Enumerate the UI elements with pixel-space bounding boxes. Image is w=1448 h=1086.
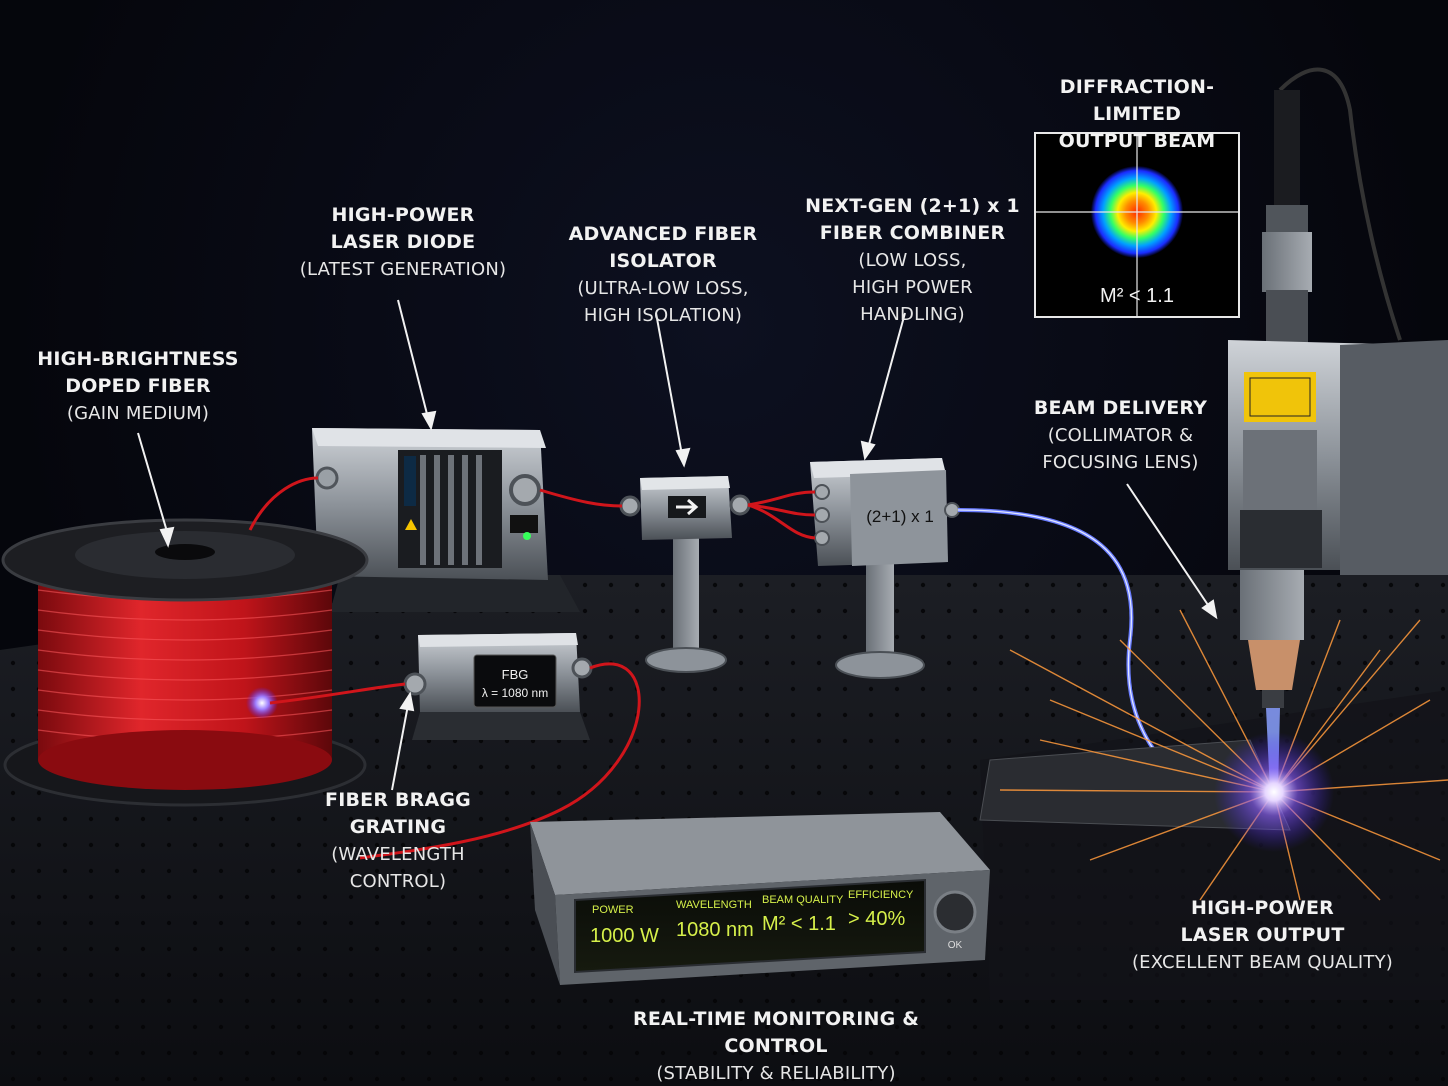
- monitoring-controller: OK POWER 1000 W WAVELENGTH 1080 nm BEAM …: [530, 812, 990, 985]
- label-combiner-sub2: HIGH POWER HANDLING): [852, 277, 973, 325]
- readout-efficiency-label: EFFICIENCY: [848, 889, 914, 901]
- knob-label: OK: [948, 940, 963, 951]
- label-laser-diode-title2: LASER DIODE: [330, 231, 476, 253]
- label-isolator-title1: ADVANCED FIBER ISOLATOR: [568, 223, 758, 272]
- label-beam-delivery: BEAM DELIVERY (COLLIMATOR & FOCUSING LEN…: [1028, 395, 1213, 476]
- readout-quality-label: BEAM QUALITY: [762, 894, 844, 906]
- label-combiner: NEXT-GEN (2+1) x 1 FIBER COMBINER (LOW L…: [800, 193, 1025, 328]
- doped-fiber-spool: [1, 518, 369, 807]
- control-knob[interactable]: [933, 890, 977, 934]
- label-monitoring-title1: REAL-TIME MONITORING & CONTROL: [633, 1008, 919, 1057]
- fiber-combiner: (2+1) x 1: [810, 458, 960, 679]
- red-fiber-paths: [248, 476, 816, 860]
- label-laser-output-title1: HIGH-POWER: [1191, 897, 1334, 919]
- label-laser-output-sub1: (EXCELLENT BEAM QUALITY): [1131, 952, 1394, 973]
- m2-label: M² < 1.1: [1100, 285, 1174, 307]
- label-beam-delivery-sub2: FOCUSING LENS): [1042, 452, 1199, 473]
- readout-wavelength-value: 1080 nm: [676, 919, 754, 941]
- readout-wavelength-label: WAVELENGTH: [676, 899, 752, 911]
- label-fbg-sub2: CONTROL): [349, 871, 447, 892]
- label-output-beam-title2: OUTPUT BEAM: [1058, 130, 1216, 152]
- label-isolator-sub1: (ULTRA-LOW LOSS,: [577, 278, 749, 299]
- label-fbg-sub1: (WAVELENGTH: [331, 844, 465, 865]
- fbg-box-label: FBG: [502, 667, 529, 682]
- laser-diode-unit: [312, 428, 580, 612]
- label-doped-fiber-title1: HIGH-BRIGHTNESS: [37, 348, 239, 370]
- label-laser-diode-sub1: (LATEST GENERATION): [299, 259, 507, 280]
- label-fbg: FIBER BRAGG GRATING (WAVELENGTH CONTROL): [318, 787, 478, 895]
- label-combiner-title1: NEXT-GEN (2+1) x 1: [805, 195, 1020, 217]
- label-monitoring: REAL-TIME MONITORING & CONTROL (STABILIT…: [586, 1006, 966, 1086]
- readout-quality-value: M² < 1.1: [762, 913, 836, 935]
- fiber-isolator: [619, 476, 751, 673]
- label-laser-output: HIGH-POWER LASER OUTPUT (EXCELLENT BEAM …: [1130, 895, 1395, 976]
- label-fbg-title2: GRATING: [349, 816, 447, 838]
- label-doped-fiber-title2: DOPED FIBER: [65, 375, 211, 397]
- beam-profile-inset: M² < 1.1: [1034, 132, 1240, 318]
- callout-arrows: [137, 299, 1218, 791]
- beam-delivery-head: [1228, 67, 1448, 708]
- readout-power-value: 1000 W: [590, 925, 659, 947]
- label-combiner-title2: FIBER COMBINER: [819, 222, 1006, 244]
- label-doped-fiber: HIGH-BRIGHTNESS DOPED FIBER (GAIN MEDIUM…: [28, 346, 248, 427]
- label-monitoring-sub1: (STABILITY & RELIABILITY): [656, 1063, 896, 1084]
- label-output-beam: DIFFRACTION-LIMITED OUTPUT BEAM: [1022, 74, 1252, 155]
- label-beam-delivery-sub1: (COLLIMATOR &: [1047, 425, 1194, 446]
- label-beam-delivery-title1: BEAM DELIVERY: [1033, 397, 1208, 419]
- fbg-unit: FBG λ = 1080 nm: [403, 633, 593, 740]
- power-led: [523, 532, 531, 540]
- label-isolator-sub2: HIGH ISOLATION): [583, 305, 743, 326]
- label-laser-output-title2: LASER OUTPUT: [1180, 924, 1345, 946]
- fbg-box-wavelength: λ = 1080 nm: [482, 686, 548, 700]
- laser-spark-output: [979, 609, 1448, 901]
- label-laser-diode: HIGH-POWER LASER DIODE (LATEST GENERATIO…: [293, 202, 513, 283]
- label-doped-fiber-sub1: (GAIN MEDIUM): [66, 403, 210, 424]
- readout-efficiency-value: > 40%: [848, 908, 905, 930]
- label-output-beam-title1: DIFFRACTION-LIMITED: [1059, 76, 1215, 125]
- label-combiner-sub1: (LOW LOSS,: [858, 250, 967, 271]
- label-fbg-title1: FIBER BRAGG: [325, 789, 471, 811]
- combiner-face-label: (2+1) x 1: [866, 507, 934, 526]
- label-laser-diode-title1: HIGH-POWER: [331, 204, 475, 226]
- label-isolator: ADVANCED FIBER ISOLATOR (ULTRA-LOW LOSS,…: [528, 221, 798, 329]
- readout-power-label: POWER: [592, 904, 634, 916]
